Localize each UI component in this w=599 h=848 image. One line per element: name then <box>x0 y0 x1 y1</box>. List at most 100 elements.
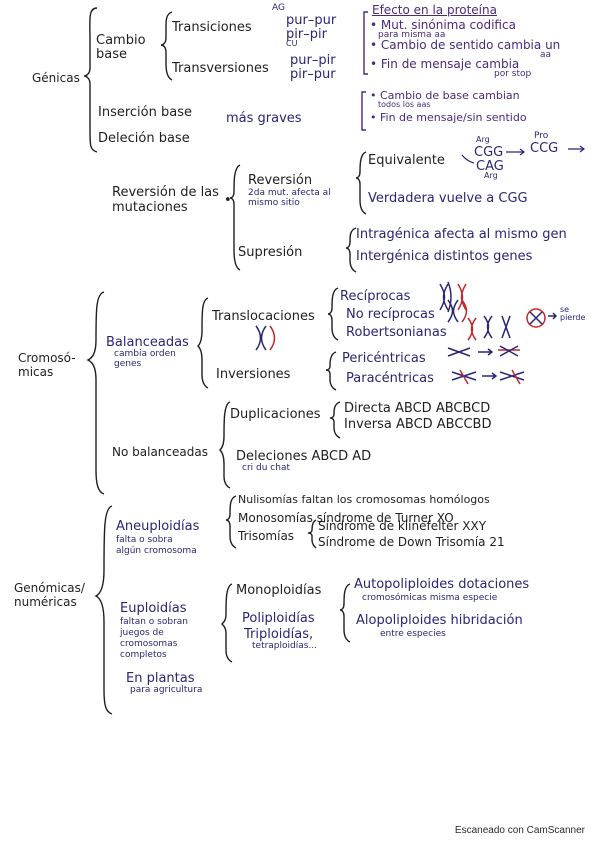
en-plantas-label: En plantas <box>126 671 195 686</box>
cu-label: CU <box>286 39 298 48</box>
bracket-efecto-2 <box>361 91 366 131</box>
delecion-label: Deleción base <box>98 131 190 146</box>
brace-genicas <box>83 7 98 153</box>
efecto-item-1b: para misma aa <box>378 30 446 40</box>
mas-graves-label: más graves <box>226 111 302 126</box>
se-pierde-label: se pierde <box>560 305 586 322</box>
deleciones-label: Deleciones ABCD AD <box>236 449 372 464</box>
ccg-label: CCG <box>530 141 559 156</box>
supresion-label: Supresión <box>238 245 303 260</box>
brace-poliploidias <box>339 583 351 643</box>
directa-label: Directa ABCD ABCBCD <box>344 401 491 416</box>
poliploidias-label: Poliploidías <box>242 611 315 626</box>
auto-note: cromosómicas misma especie <box>362 593 498 603</box>
reversion-sub-label: Reversión <box>248 173 313 188</box>
bracket-efecto <box>363 11 368 75</box>
cgg-1: CGG <box>474 145 504 160</box>
efecto-item-3b: por stop <box>494 69 532 79</box>
efecto-item-1: • Mut. sinónima codifica <box>370 18 516 32</box>
brace-cromosomicas <box>86 291 105 495</box>
transversiones-label: Transversiones <box>172 61 269 76</box>
verdadera-label: Verdadera vuelve a CGG <box>368 191 528 206</box>
brace-reversion-sub <box>355 151 367 215</box>
reciprocas-label: Recíprocas <box>340 289 411 304</box>
equivalente-label: Equivalente <box>368 153 445 168</box>
para-agricultura-label: para agricultura <box>130 685 203 695</box>
paracentricas-label: Paracéntricas <box>346 371 434 386</box>
brace-inversiones <box>325 351 337 391</box>
eu-note-4: completos <box>120 650 167 660</box>
euploidias-label: Euploidías <box>120 601 187 616</box>
efecto-item-2: • Cambio de sentido cambia un <box>370 38 561 52</box>
brace-euploidias <box>221 583 233 663</box>
aneu-note-2: algún cromosoma <box>116 546 197 556</box>
aneu-note-1: falta o sobra <box>116 535 173 545</box>
scanner-footer: Escaneado con CamScanner <box>454 825 585 836</box>
cri-du-chat-label: cri du chat <box>242 463 290 473</box>
intergenica-label: Intergénica distintos genes <box>356 249 533 264</box>
reversion-mutaciones-label: Reversión de las mutaciones <box>112 185 219 215</box>
genicas-label: Génicas <box>32 71 80 85</box>
klinefelter-label: Síndrome de klinefelter XXY <box>318 519 487 533</box>
pir-pir-label: pir–pir <box>286 27 327 42</box>
pur-pur-label: pur–pur <box>286 13 337 28</box>
intragenica-label: Intragénica afecta al mismo gen <box>356 227 567 242</box>
efecto-item-2b: aa <box>540 50 552 60</box>
cag-label: CAG <box>476 159 504 174</box>
efecto-item-4b: todos los aas <box>378 100 431 109</box>
brace-aneuploidias <box>225 495 237 549</box>
no-balanceadas-label: No balanceadas <box>112 445 208 459</box>
down-label: Síndrome de Down Trisomía 21 <box>318 535 505 549</box>
arg-2: Arg <box>484 171 498 180</box>
translocaciones-label: Translocaciones <box>212 309 315 324</box>
balanceadas-note: cambia orden genes <box>114 349 176 369</box>
brace-balanceadas <box>197 297 209 389</box>
monoploidias-label: Monoploidías <box>236 583 322 598</box>
nulisomias-label: Nulisomías faltan los cromosomas homólog… <box>238 493 490 506</box>
transiciones-label: Transiciones <box>172 20 252 35</box>
efecto-item-5: • Fin de mensaje/sin sentido <box>370 111 527 124</box>
chromosome-drawings <box>255 281 558 385</box>
autopoliploides-label: Autopoliploides dotaciones <box>354 577 530 592</box>
pericentricas-label: Pericéntricas <box>342 351 426 366</box>
brace-genomicas <box>94 505 113 715</box>
pro-label: Pro <box>534 131 549 141</box>
efecto-item-3: • Fin de mensaje cambia <box>370 57 520 71</box>
pir-pur-label: pir–pur <box>290 67 336 82</box>
brace-supresion <box>345 227 357 273</box>
genomicas-label: Genómicas/ numéricas <box>14 581 85 609</box>
alopoliploides-label: Alopoliploides hibridación <box>356 613 523 628</box>
cromosomicas-label: Cromosó- micas <box>18 351 76 379</box>
brace-reversion <box>229 164 241 271</box>
trisomias-label: Trisomías <box>238 529 295 543</box>
robertsonianas-label: Robertsonianas <box>346 325 447 340</box>
brace-no-balanceadas <box>219 401 231 489</box>
insercion-label: Inserción base <box>98 105 192 120</box>
efecto-title: Efecto en la proteína <box>372 3 497 17</box>
inversiones-label: Inversiones <box>216 367 291 382</box>
monosomias-label: Monosomías síndrome de Turner XO <box>238 511 454 525</box>
tetraploidias-label: tetraploidías... <box>252 641 318 651</box>
arg-1: Arg <box>476 135 490 144</box>
ag-label: AG <box>272 3 285 13</box>
aneuploidias-label: Aneuploidías <box>116 519 200 534</box>
eu-note-3: cromosomas <box>120 639 178 649</box>
duplicaciones-label: Duplicaciones <box>230 407 321 422</box>
brace-duplicaciones <box>329 401 341 439</box>
efecto-item-4: • Cambio de base cambian <box>370 89 520 102</box>
no-reciprocas-label: No recíprocas <box>346 307 435 322</box>
brace-trisomias <box>307 519 317 549</box>
brace-cambio-base <box>160 11 173 81</box>
brace-translocaciones <box>327 287 339 341</box>
cambio-base-label: Cambio base <box>96 33 146 63</box>
pur-pir-label: pur–pir <box>290 53 336 68</box>
balanceadas-label: Balanceadas <box>106 335 189 350</box>
inversa-label: Inversa ABCD ABCCBD <box>344 417 492 432</box>
triploidias-label: Triploidías, <box>244 627 314 642</box>
alo-note: entre especies <box>380 629 446 639</box>
eu-note-2: juegos de <box>120 628 164 638</box>
reversion-note: 2da mut. afecta al mismo sitio <box>248 188 331 208</box>
bullet-dot: • <box>224 193 232 208</box>
